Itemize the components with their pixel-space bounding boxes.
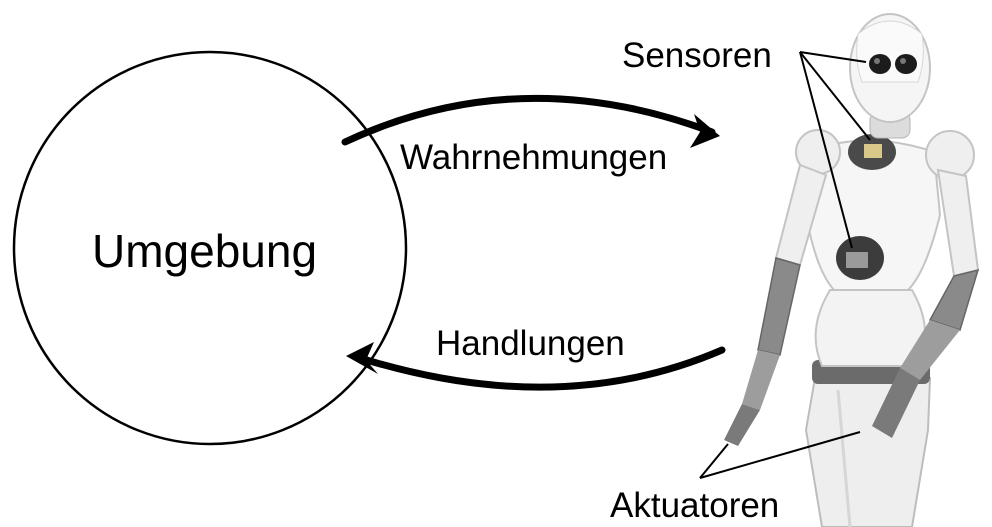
action-label: Handlungen (436, 326, 625, 361)
robot-eye-right (895, 54, 917, 74)
environment-label: Umgebung (92, 228, 317, 274)
perception-label: Wahrnehmungen (400, 140, 667, 175)
robot-illustration (724, 14, 978, 527)
actuators-label: Aktuatoren (610, 488, 779, 523)
robot-arm-right (938, 170, 978, 276)
sensors-label: Sensoren (622, 38, 772, 73)
robot-eye-left (869, 54, 891, 74)
robot-hand-left (724, 404, 760, 446)
robot-base (806, 378, 930, 527)
perception-arrowhead (690, 114, 720, 148)
perception-arrow (345, 98, 712, 142)
